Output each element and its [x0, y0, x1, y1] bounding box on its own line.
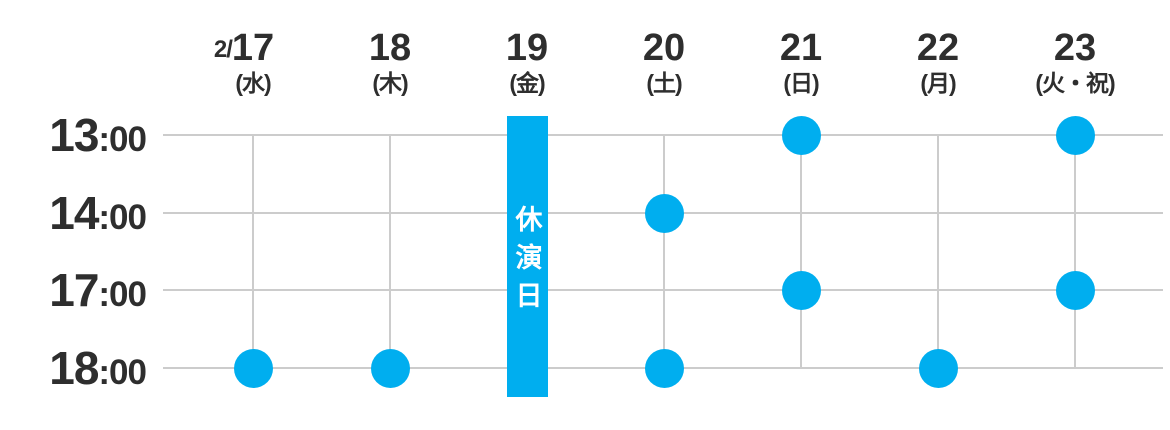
day-header: 23(火・祝) [1007, 27, 1143, 96]
day-header: 2/17(水) [185, 27, 321, 96]
closed-day-bar: 休演日 [506, 116, 548, 397]
time-label: 18:00 [0, 342, 147, 394]
time-label: 13:00 [0, 109, 147, 161]
date-number: 17 [231, 27, 275, 69]
closed-day-label: 休演日 [511, 205, 542, 319]
time-minutes: :00 [98, 120, 147, 159]
time-minutes: :00 [98, 198, 147, 237]
date-number: 22 [916, 27, 960, 69]
date-number: 19 [505, 27, 549, 69]
day-header: 18(木) [322, 27, 458, 96]
day-header: 22(月) [870, 27, 1006, 96]
month-prefix: 2/ [213, 36, 233, 63]
weekday-label: (月) [920, 70, 956, 96]
date-line: 18 [368, 27, 412, 69]
date-line: 19 [505, 27, 549, 69]
weekday-label: (水) [235, 70, 271, 96]
time-hour: 13 [49, 109, 99, 161]
date-number: 20 [642, 27, 686, 69]
showtime-dot [781, 270, 821, 310]
gridline-vertical [937, 135, 939, 368]
time-hour: 14 [49, 187, 99, 239]
gridline-vertical [663, 135, 665, 368]
gridline-vertical [800, 135, 802, 368]
weekday-label: (火・祝) [1035, 70, 1115, 96]
time-hour: 17 [49, 264, 99, 316]
showtime-dot [644, 348, 684, 388]
date-number: 21 [779, 27, 823, 69]
gridline-vertical [389, 135, 391, 368]
day-header: 21(日) [733, 27, 869, 96]
showtime-dot [781, 115, 821, 155]
gridline-vertical [252, 135, 254, 368]
weekday-label: (日) [783, 70, 819, 96]
time-minutes: :00 [98, 353, 147, 392]
date-line: 21 [779, 27, 823, 69]
showtime-dot [370, 348, 410, 388]
day-header: 19(金) [459, 27, 595, 96]
date-number: 18 [368, 27, 412, 69]
showtime-dot [644, 193, 684, 233]
date-line: 2/17 [214, 27, 275, 69]
showtime-dot [918, 348, 958, 388]
weekday-label: (木) [372, 70, 408, 96]
date-line: 23 [1053, 27, 1097, 69]
showtime-dot [1055, 270, 1095, 310]
time-minutes: :00 [98, 275, 147, 314]
day-header: 20(土) [596, 27, 732, 96]
showtime-dot [1055, 115, 1095, 155]
gridline-vertical [1074, 135, 1076, 368]
showtime-dot [233, 348, 273, 388]
time-label: 14:00 [0, 187, 147, 239]
date-number: 23 [1053, 27, 1097, 69]
date-line: 22 [916, 27, 960, 69]
weekday-label: (土) [646, 70, 682, 96]
time-label: 17:00 [0, 264, 147, 316]
date-line: 20 [642, 27, 686, 69]
time-hour: 18 [49, 342, 99, 394]
weekday-label: (金) [509, 70, 545, 96]
